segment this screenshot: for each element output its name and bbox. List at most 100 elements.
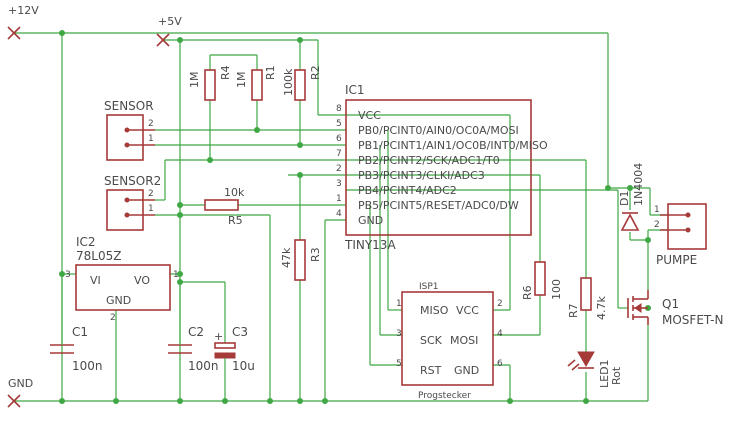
ic1-pin-number: 4 [336, 209, 342, 219]
ic1-pin-label: PB5/PCINT5/RESET/ADC0/DW [358, 199, 519, 212]
mosfet-name: Q1 [662, 297, 679, 311]
mosfet-part: MOSFET-N [662, 313, 723, 327]
sensor1-label: SENSOR [104, 99, 154, 113]
isp-pin-number: 2 [497, 299, 503, 309]
isp-pin-label: VCC [456, 304, 479, 317]
ic1-pin-label: PB1/PCINT1/AIN1/OC0B/INT0/MISO [358, 139, 548, 152]
resistor-r2: 100k R2 [282, 65, 322, 101]
mosfet-q1: Q1 MOSFET-N [627, 290, 723, 327]
ic1-pin-number: 1 [336, 194, 342, 204]
ic1-pin-number: 5 [336, 119, 342, 129]
isp-pin-number: 5 [396, 359, 402, 369]
sensor2-pin1: 1 [148, 204, 154, 214]
r6-value: 100 [550, 279, 563, 300]
wires [14, 32, 668, 402]
c1-value: 100n [72, 359, 103, 373]
isp-connector: ISP1 Progstecker MISO VCC SCK MOSI RST G… [396, 282, 503, 401]
resistor-r4: 1M R4 [188, 65, 232, 101]
pumpe-pin1: 1 [654, 205, 660, 215]
supply-5v: +5V [156, 15, 182, 47]
ic1-pin-label: PB4/PCINT4/ADC2 [358, 184, 457, 197]
c2-value: 100n [188, 359, 219, 373]
connector-sensor2: SENSOR2 2 1 [104, 174, 161, 231]
r1-value: 1M [235, 72, 248, 89]
ic1-pin-label: PB3/PCINT3/CLKI/ADC3 [358, 169, 485, 182]
sensor2-pin2: 2 [148, 189, 154, 199]
diode-part: 1N4004 [632, 163, 645, 206]
isp-pin-label: RST [420, 364, 442, 377]
supply-12v: +12V [7, 4, 39, 40]
ic1-name: IC1 [345, 83, 365, 97]
ic1-pin-number: 8 [336, 104, 342, 114]
supply-gnd: GND [7, 377, 33, 408]
ic2-pin-vo: 1 [173, 270, 179, 280]
r3-name: R3 [309, 247, 322, 262]
resistor-r3: 47k R3 [280, 239, 322, 281]
r3-value: 47k [280, 247, 293, 268]
isp-caption: Progstecker [418, 391, 471, 401]
isp-pin-label: MOSI [450, 334, 478, 347]
sensor1-pin1: 1 [148, 134, 154, 144]
sensor1-pin2: 2 [148, 119, 154, 129]
ic1-pin-number: 7 [336, 149, 342, 159]
r6-name: R6 [521, 285, 534, 300]
pumpe-label: PUMPE [656, 253, 697, 267]
c1-name: C1 [72, 325, 88, 339]
diode-name: D1 [618, 191, 631, 206]
led-color: Rot [610, 366, 623, 385]
resistor-r7: R7 4.7k [567, 277, 608, 320]
ic1-pin-number: 3 [336, 179, 342, 189]
isp-pin-label: MISO [420, 304, 449, 317]
c3-plus: + [214, 330, 223, 343]
isp-name: ISP1 [419, 282, 439, 292]
ic1-pin-label: PB0/PCINT0/AIN0/OC0A/MOSI [358, 124, 519, 137]
isp-pin-label: SCK [420, 334, 443, 347]
isp-pin-number: 3 [396, 329, 402, 339]
sensor2-label: SENSOR2 [104, 174, 161, 188]
led-rot: LED1 Rot [567, 351, 623, 388]
supply-5v-label: +5V [158, 15, 182, 28]
r5-value: 10k [224, 186, 245, 199]
diode-d1: D1 1N4004 [618, 163, 645, 231]
r2-name: R2 [309, 65, 322, 80]
junctions [59, 30, 651, 404]
r7-name: R7 [567, 303, 580, 318]
ic2-vo: VO [134, 274, 150, 287]
ic2-gnd: GND [106, 294, 131, 307]
isp-pin-number: 1 [396, 299, 402, 309]
isp-pin-number: 4 [497, 329, 503, 339]
r5-name: R5 [228, 214, 243, 227]
ic1-pin-number: 6 [336, 134, 342, 144]
ic2-vi: VI [90, 274, 101, 287]
isp-pin-label: GND [454, 364, 479, 377]
r2-value: 100k [282, 68, 295, 96]
resistor-r1: 1M R1 [235, 65, 277, 101]
ic1-pin-label: PB2/PCINT2/SCK/ADC1/T0 [358, 154, 500, 167]
ic1-pin-number: 2 [336, 164, 342, 174]
ic1-pin-label: GND [358, 214, 383, 227]
ic2-part: 78L05Z [76, 249, 121, 263]
r1-name: R1 [264, 65, 277, 80]
ic2-regulator: IC2 78L05Z VI VO GND 3 1 2 [65, 235, 179, 323]
supply-12v-label: +12V [8, 4, 39, 17]
ic1-part: TINY13A [344, 238, 396, 252]
supply-gnd-label: GND [8, 377, 33, 390]
connector-pumpe: PUMPE 1 2 [654, 203, 707, 267]
r4-value: 1M [188, 72, 201, 89]
r7-value: 4.7k [595, 296, 608, 320]
c3-name: C3 [232, 325, 248, 339]
ic2-pin-gnd: 2 [110, 313, 116, 323]
ic2-name: IC2 [76, 235, 96, 249]
capacitor-c2: C2 100n [168, 325, 219, 373]
ic1-tiny13a: IC1 TINY13A VCC PB0/PCINT0/AIN0/OC0A/MOS… [336, 83, 548, 252]
pumpe-pin2: 2 [654, 220, 660, 230]
r4-name: R4 [219, 65, 232, 80]
led-name: LED1 [598, 359, 611, 388]
resistor-r6: R6 100 [521, 261, 563, 300]
resistor-r5: 10k R5 [204, 186, 245, 227]
ic1-pin-label: VCC [358, 109, 381, 122]
connector-sensor1: SENSOR 2 1 [104, 99, 155, 161]
c2-name: C2 [188, 325, 204, 339]
isp-pin-number: 6 [497, 359, 503, 369]
